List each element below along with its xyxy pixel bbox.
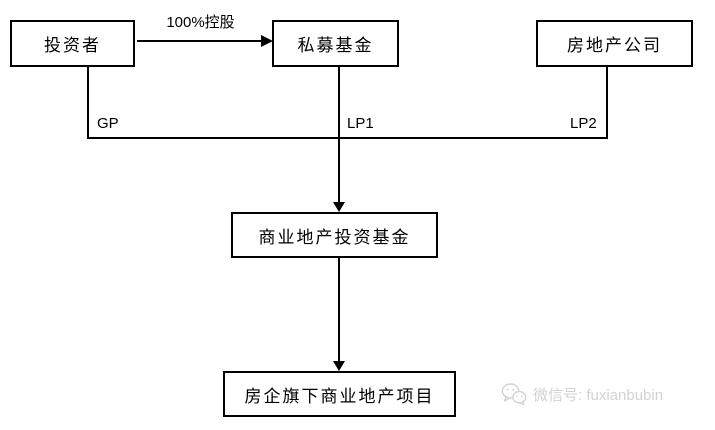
- arrowhead-down-icon: [333, 361, 345, 371]
- node-realestate-company: 房地产公司: [536, 20, 693, 67]
- connector-private-fund-lp1: [338, 66, 340, 203]
- wechat-icon: [500, 382, 527, 406]
- arrowhead-right-icon: [261, 35, 273, 47]
- connector-fund-to-project: [338, 257, 340, 362]
- arrowhead-down-icon: [333, 202, 345, 212]
- node-investor: 投资者: [10, 20, 135, 67]
- connector-investor-gp: [87, 66, 89, 138]
- edge-label-lp2: LP2: [570, 115, 597, 132]
- connector-investor-to-private-fund: [137, 40, 264, 42]
- watermark: 微信号: fuxianbubin: [500, 382, 663, 406]
- watermark-text: 微信号: fuxianbubin: [533, 386, 664, 404]
- connector-bus-line: [87, 137, 608, 139]
- node-private-fund: 私募基金: [272, 20, 399, 67]
- edge-label-lp1: LP1: [347, 115, 374, 132]
- connector-realestate-lp2: [606, 67, 608, 138]
- node-commercial-fund: 商业地产投资基金: [231, 212, 438, 258]
- edge-label-control: 100%控股: [166, 14, 235, 31]
- edge-label-gp: GP: [97, 115, 119, 132]
- node-project: 房企旗下商业地产项目: [223, 371, 456, 417]
